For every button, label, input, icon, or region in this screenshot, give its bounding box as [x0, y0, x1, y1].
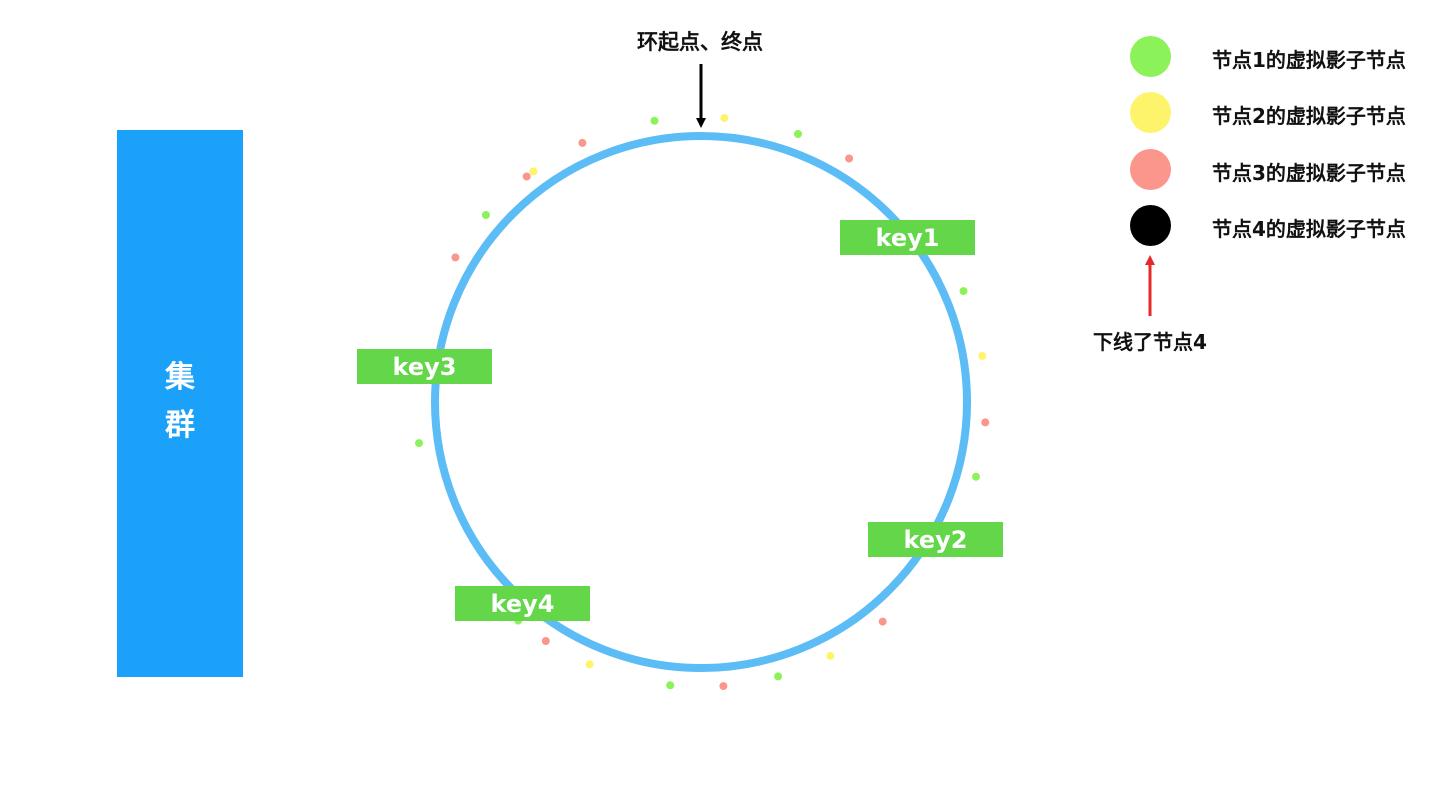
- virtual-node-3-dot: [878, 617, 887, 626]
- legend-label-node4: 节点4的虚拟影子节点: [1212, 217, 1406, 241]
- ring-start-end-label: 环起点、终点: [637, 30, 763, 54]
- key1-box: key1: [840, 220, 975, 255]
- virtual-node-1-dot: [972, 472, 980, 481]
- virtual-node-3-dot: [981, 418, 990, 427]
- key2-box: key2: [868, 522, 1003, 557]
- virtual-node-1-dot: [650, 116, 659, 125]
- virtual-node-3-dot: [719, 682, 728, 691]
- virtual-node-1-dot: [666, 681, 675, 690]
- legend-item-node2: 节点2的虚拟影子节点: [1130, 92, 1440, 134]
- virtual-node-3-dot: [845, 154, 854, 163]
- virtual-node-3-dot: [522, 172, 531, 181]
- virtual-node-1-dot: [774, 672, 783, 681]
- cluster-bar: [117, 130, 243, 677]
- virtual-node-1-dot: [794, 130, 802, 138]
- legend-label-node3: 节点3的虚拟影子节点: [1212, 161, 1406, 185]
- legend-item-node3: 节点3的虚拟影子节点: [1130, 149, 1440, 191]
- virtual-node-1-dot: [481, 211, 490, 219]
- legend-dot-node2: [1130, 92, 1171, 133]
- virtual-node-2-dot: [826, 651, 835, 660]
- legend-item-node4: 节点4的虚拟影子节点: [1130, 205, 1440, 247]
- legend-item-node1: 节点1的虚拟影子节点: [1130, 36, 1440, 78]
- virtual-node-2-dot: [529, 167, 538, 176]
- virtual-node-1-dot: [959, 287, 968, 296]
- legend-label-node1: 节点1的虚拟影子节点: [1212, 48, 1406, 72]
- virtual-node-3-dot: [578, 138, 587, 147]
- legend-dot-node1: [1130, 36, 1171, 77]
- legend-dot-node4: [1130, 205, 1171, 246]
- virtual-node-2-dot: [978, 351, 987, 360]
- offline-node-label: 下线了节点4: [1093, 330, 1207, 354]
- virtual-node-3-dot: [451, 253, 460, 262]
- hash-ring: [431, 132, 971, 672]
- virtual-node-3-dot: [541, 637, 550, 645]
- virtual-node-2-dot: [720, 114, 729, 122]
- key4-box: key4: [455, 586, 590, 621]
- virtual-node-2-dot: [585, 660, 594, 669]
- legend-label-node2: 节点2的虚拟影子节点: [1212, 104, 1406, 128]
- cluster-label: 集 群: [165, 360, 195, 443]
- legend-dot-node3: [1130, 149, 1171, 190]
- key3-box: key3: [357, 349, 492, 384]
- virtual-node-1-dot: [415, 439, 423, 448]
